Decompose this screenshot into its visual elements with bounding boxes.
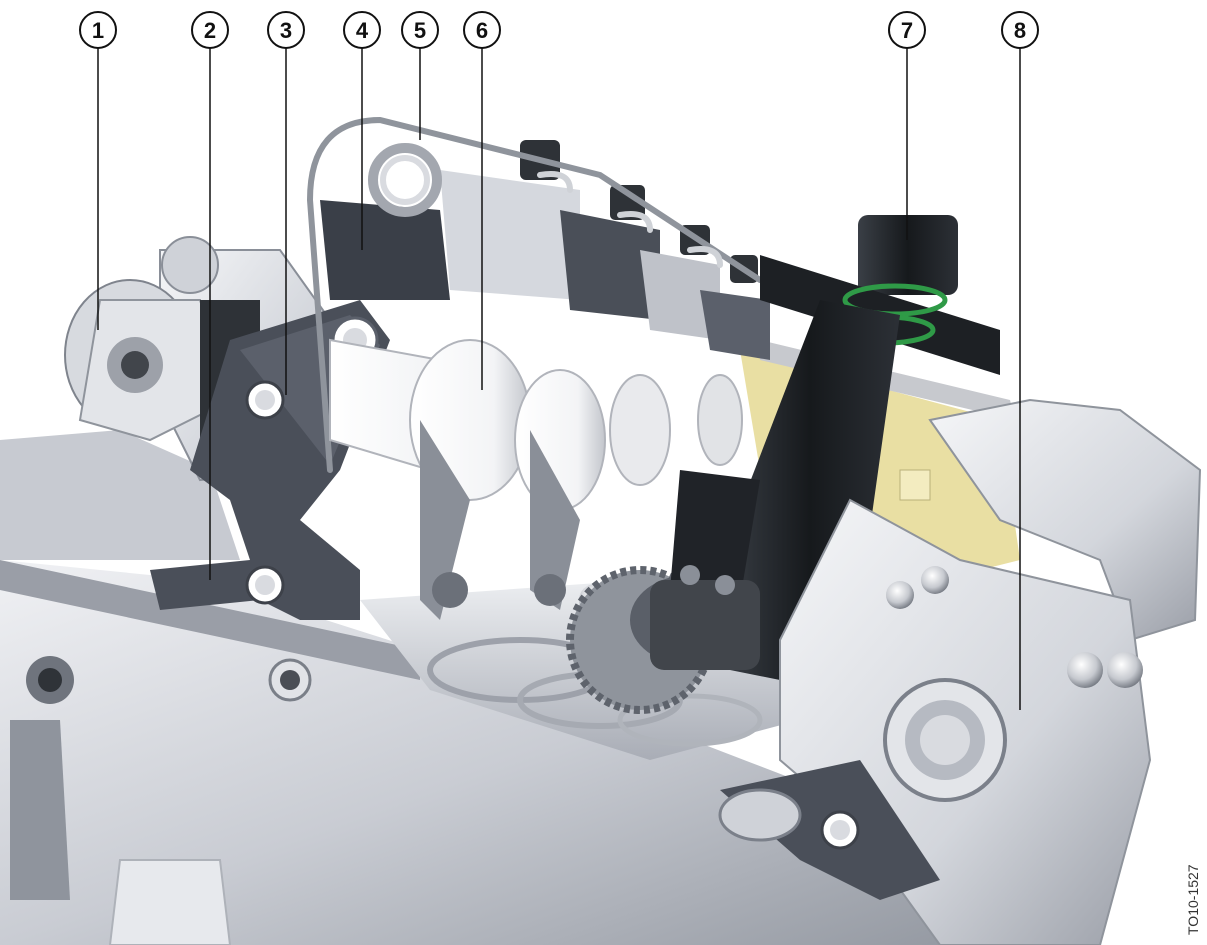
callout-8: 8: [1001, 11, 1039, 49]
callout-4: 4: [343, 11, 381, 49]
callout-6: 6: [463, 11, 501, 49]
callout-7-label: 7: [901, 18, 913, 43]
callout-6-label: 6: [476, 18, 488, 43]
callout-4-label: 4: [356, 18, 369, 43]
timing-housing: [718, 398, 1202, 945]
callout-3: 3: [267, 11, 305, 49]
callout-5: 5: [401, 11, 439, 49]
callout-1: 1: [79, 11, 117, 49]
leader-lines: [97, 48, 1021, 710]
callout-2: 2: [191, 11, 229, 49]
callout-5-label: 5: [414, 18, 426, 43]
callout-8-label: 8: [1014, 18, 1026, 43]
callout-3-label: 3: [280, 18, 292, 43]
image-code: TO10-1527: [1185, 864, 1201, 935]
fuel-rail-spring: [306, 116, 763, 473]
callout-7: 7: [888, 11, 926, 49]
camshaft: [329, 338, 743, 620]
callout-2-label: 2: [204, 18, 216, 43]
callout-1-label: 1: [92, 18, 104, 43]
